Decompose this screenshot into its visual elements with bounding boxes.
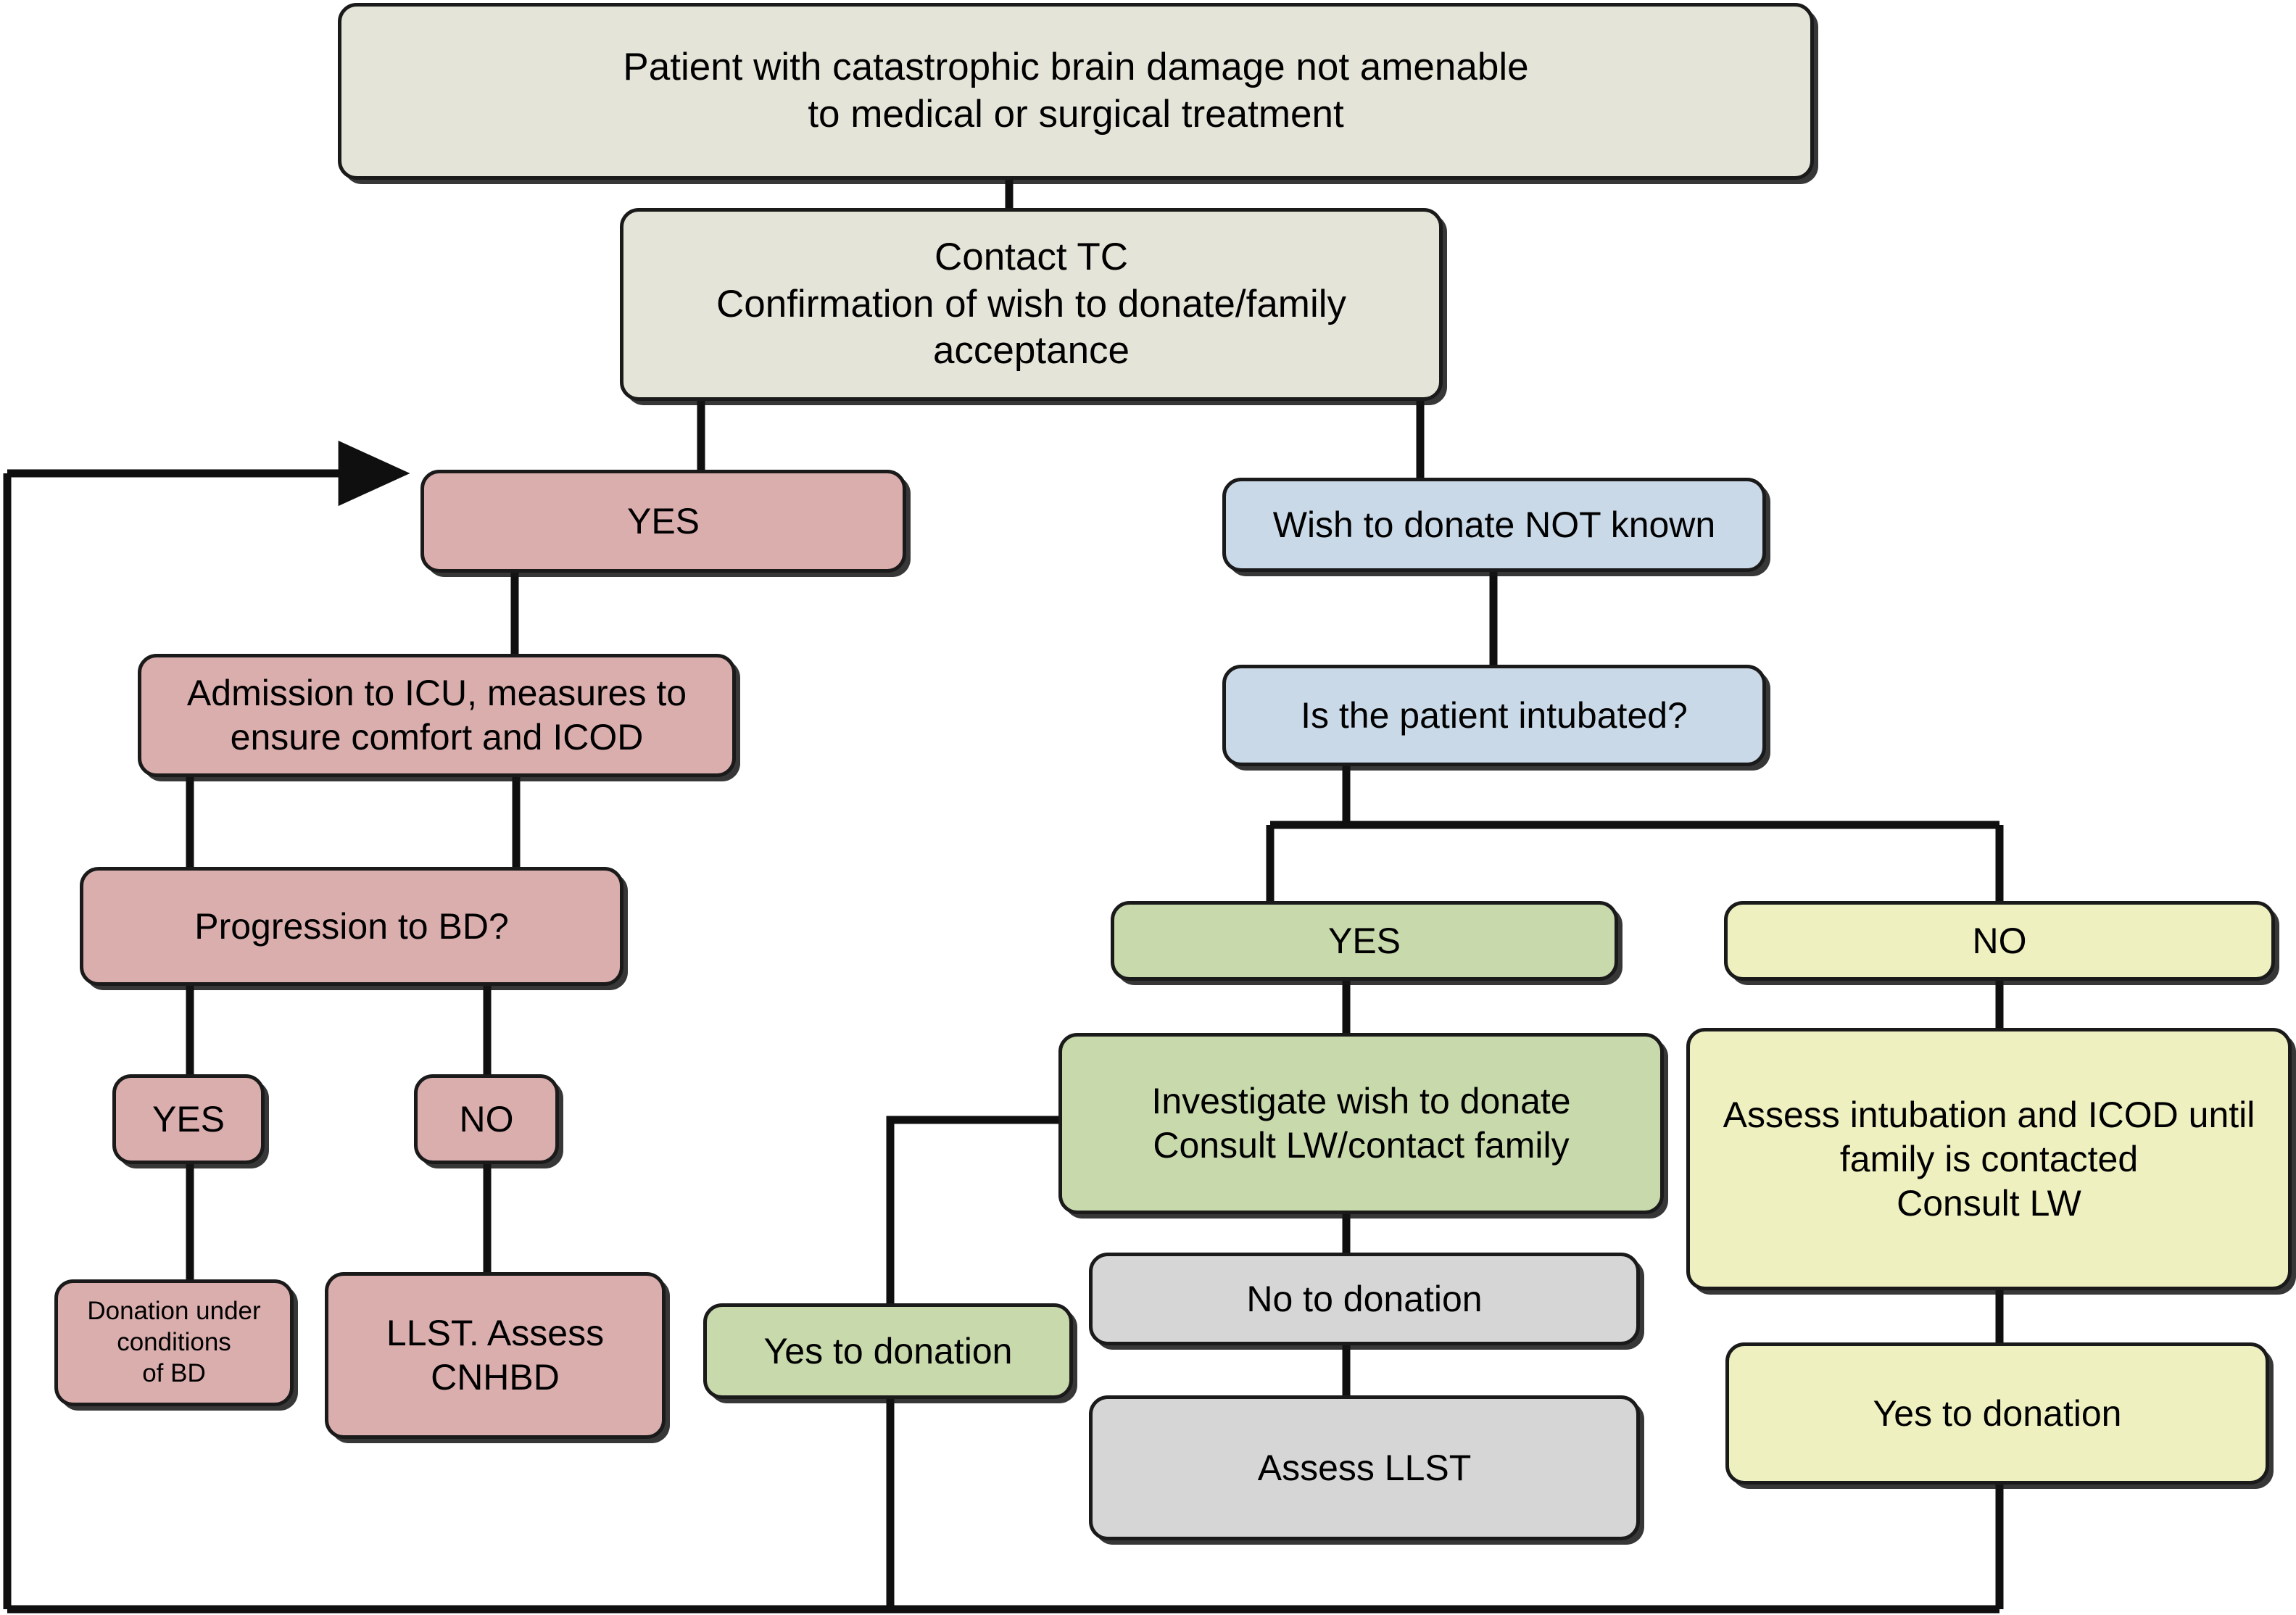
node-intubated-yes[interactable]: YES <box>1111 901 1618 981</box>
node-assess-llst[interactable]: Assess LLST <box>1089 1395 1640 1540</box>
node-label: Progression to BD? <box>194 905 509 947</box>
node-label: Admission to ICU, measures to ensure com… <box>186 673 687 757</box>
node-label: No to donation <box>1246 1278 1483 1319</box>
node-yes-to-donation-green[interactable]: Yes to donation <box>703 1303 1073 1399</box>
node-yes-wish-to-donate-known[interactable]: YES <box>420 470 906 573</box>
node-intubated-no[interactable]: NO <box>1724 901 2275 981</box>
node-no-to-donation[interactable]: No to donation <box>1089 1253 1640 1345</box>
node-label: Contact TC Confirmation of wish to donat… <box>716 236 1346 373</box>
node-progression-to-bd[interactable]: Progression to BD? <box>80 867 623 986</box>
node-label: YES <box>1327 920 1401 961</box>
node-is-the-patient-intubated[interactable]: Is the patient intubated? <box>1222 665 1766 766</box>
node-wish-to-donate-not-known[interactable]: Wish to donate NOT known <box>1222 478 1766 572</box>
node-label: Donation under conditions of BD <box>87 1297 261 1387</box>
node-label: Assess intubation and ICOD until family … <box>1723 1094 2255 1224</box>
node-admission-to-icu[interactable]: Admission to ICU, measures to ensure com… <box>138 654 736 777</box>
node-donation-under-conditions-of-bd[interactable]: Donation under conditions of BD <box>54 1279 294 1406</box>
node-bd-yes[interactable]: YES <box>112 1074 265 1164</box>
node-bd-no[interactable]: NO <box>414 1074 559 1164</box>
node-label: Assess LLST <box>1257 1447 1472 1488</box>
node-label: NO <box>1972 920 2027 961</box>
node-label: NO <box>459 1098 514 1139</box>
node-yes-to-donation-yellow[interactable]: Yes to donation <box>1725 1342 2269 1485</box>
node-label: Wish to donate NOT known <box>1272 504 1716 545</box>
node-label: YES <box>626 500 700 541</box>
node-contact-tc[interactable]: Contact TC Confirmation of wish to donat… <box>620 208 1443 401</box>
node-label: YES <box>152 1098 225 1139</box>
node-label: Is the patient intubated? <box>1301 694 1688 736</box>
node-llst-assess-cnhbd[interactable]: LLST. Assess CNHBD <box>325 1272 666 1439</box>
node-patient-catastrophic-brain-damage[interactable]: Patient with catastrophic brain damage n… <box>338 3 1814 180</box>
node-assess-intubation-and-icod[interactable]: Assess intubation and ICOD until family … <box>1686 1028 2292 1290</box>
node-label: Patient with catastrophic brain damage n… <box>623 46 1529 136</box>
node-label: Investigate wish to donate Consult LW/co… <box>1151 1081 1571 1166</box>
node-investigate-wish-to-donate[interactable]: Investigate wish to donate Consult LW/co… <box>1058 1033 1664 1214</box>
node-label: Yes to donation <box>1873 1392 2122 1434</box>
node-label: Yes to donation <box>763 1330 1013 1371</box>
node-label: LLST. Assess CNHBD <box>386 1313 605 1398</box>
